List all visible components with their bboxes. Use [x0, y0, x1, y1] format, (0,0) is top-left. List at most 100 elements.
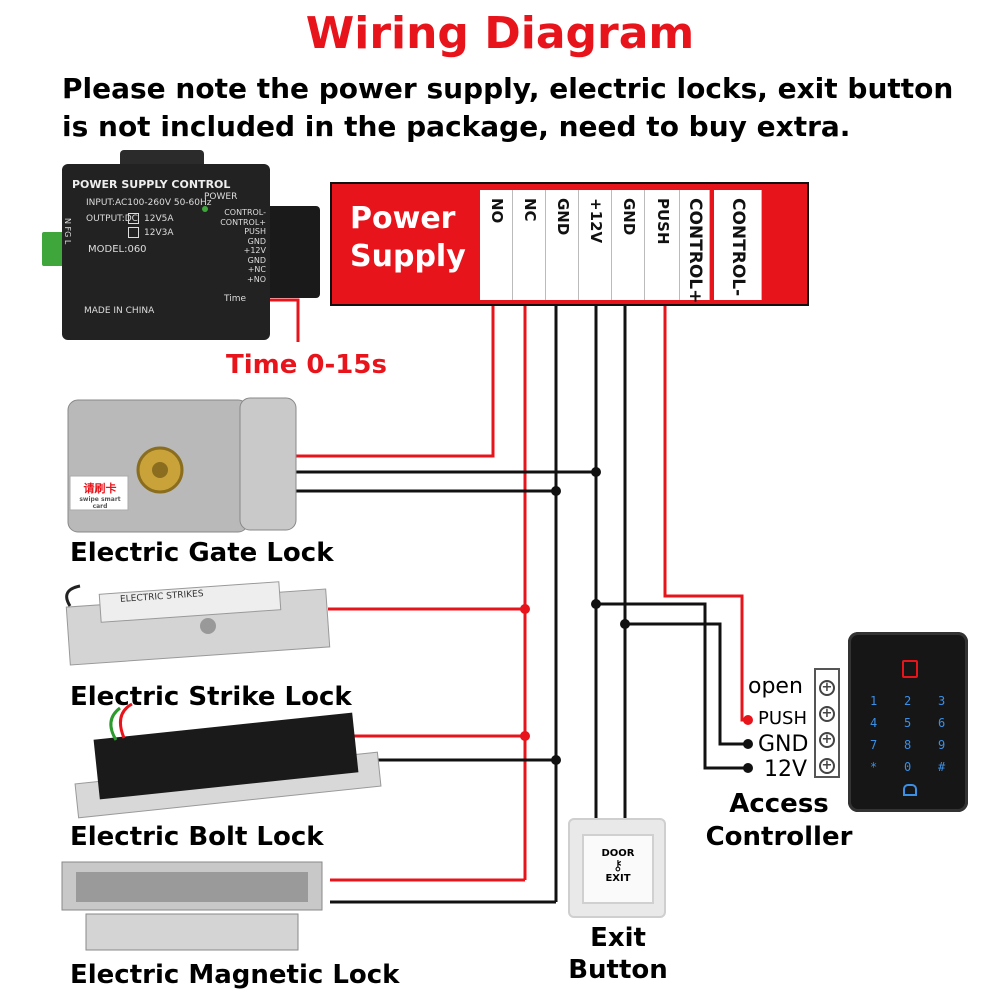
junction-dot	[520, 604, 530, 614]
bell-icon	[903, 784, 917, 796]
junction-dot	[743, 739, 753, 749]
psu-green-terminal	[42, 232, 64, 266]
junction-dot	[743, 715, 753, 725]
terminal-control-minus: CONTROL-	[714, 190, 762, 300]
psu-output-label: OUTPUT:DC	[86, 214, 138, 224]
key-9: 9	[938, 738, 946, 752]
psu-terminal-label: PUSH	[244, 227, 266, 236]
exit-face-top: DOOR	[601, 848, 635, 859]
psu-power-label: POWER	[204, 192, 238, 202]
package-note: Please note the power supply, electric l…	[62, 70, 962, 146]
strike-lock-label: Electric Strike Lock	[70, 682, 352, 712]
psu-power-led	[202, 206, 208, 212]
terminal-push: PUSH	[645, 190, 680, 300]
psu-checkbox-5a	[128, 213, 139, 224]
terminal-nc: NC	[513, 190, 546, 300]
junction-dot	[591, 467, 601, 477]
terminal-gnd-1: GND	[546, 190, 579, 300]
power-supply-unit: POWER SUPPLY CONTROL POWER INPUT:AC100-2…	[62, 164, 270, 340]
psu-checkbox-3a	[128, 227, 139, 238]
ac-terminal-gnd: GND	[758, 732, 809, 757]
terminal-control-plus: CONTROL+	[680, 190, 710, 303]
psu-terminal-label: GND	[247, 255, 266, 265]
junction-dot	[551, 755, 561, 765]
ac-terminal-block: + + + +	[814, 668, 840, 778]
key-8: 8	[904, 738, 912, 752]
exit-button-image: DOOR ⚷ EXIT	[568, 818, 666, 918]
ac-terminal-open: open	[748, 674, 803, 699]
wire-12v-ac	[596, 602, 748, 770]
key-icon: ⚷	[612, 858, 624, 874]
key-4: 4	[870, 716, 878, 730]
exit-button-face: DOOR ⚷ EXIT	[582, 834, 654, 904]
key-1: 1	[870, 694, 878, 708]
ac-terminal-12v: 12V	[764, 757, 808, 782]
psu-terminal-label: +NO	[247, 274, 266, 284]
psu-terminal-list: CONTROL- CONTROL+ PUSH GND +12V GND +NC …	[218, 208, 266, 284]
psu-header: POWER SUPPLY CONTROL	[72, 178, 231, 191]
key-3: 3	[938, 694, 946, 708]
screw-icon: +	[819, 732, 835, 748]
power-supply-title-line-2: Supply	[350, 239, 466, 274]
terminal-12v: +12V	[579, 190, 612, 300]
power-supply-terminal-bar: NO NC GND +12V GND PUSH CONTROL+ CONTROL…	[330, 182, 809, 306]
ac-terminal-push: PUSH	[758, 708, 807, 729]
junction-dot	[520, 731, 530, 741]
junction-dot	[743, 763, 753, 773]
psu-made-in: MADE IN CHINA	[84, 306, 155, 316]
bolt-lock-image	[74, 702, 382, 819]
psu-option-3a: 12V3A	[144, 228, 174, 238]
psu-terminal-label: CONTROL+	[220, 217, 266, 227]
access-controller-keypad: 1 2 3 4 5 6 7 8 9 * 0 #	[848, 632, 968, 812]
note-line-1: Please note the power supply, electric l…	[62, 72, 954, 105]
note-line-2: is not included in the package, need to …	[62, 110, 851, 143]
psu-option-5a: 12V5A	[144, 214, 174, 224]
access-controller-label-line-1: Access	[729, 789, 829, 819]
junction-dot	[551, 486, 561, 496]
magnetic-lock-label: Electric Magnetic Lock	[70, 960, 400, 990]
screw-icon: +	[819, 706, 835, 722]
terminal-gnd-2: GND	[612, 190, 645, 300]
junction-dot	[620, 619, 630, 629]
wire-no	[296, 306, 495, 458]
psu-terminal-label: +12V	[243, 246, 266, 255]
exit-button-label: Exit Button	[566, 922, 670, 986]
gate-lock-label: Electric Gate Lock	[70, 538, 334, 568]
bolt-lock-label: Electric Bolt Lock	[70, 822, 324, 852]
gate-lock-sticker: 请刷卡 swipe smart card	[72, 480, 128, 510]
gate-lock-sticker-line-2: swipe smart card	[79, 496, 121, 510]
junction-dot	[591, 599, 601, 609]
screw-icon: +	[819, 758, 835, 774]
gate-lock-image	[67, 397, 297, 533]
exit-face-bottom: EXIT	[605, 873, 631, 884]
psu-terminal-label: GND	[247, 236, 266, 246]
psu-terminal-label: +NC	[247, 265, 266, 274]
key-hash: #	[938, 760, 946, 774]
terminal-no: NO	[480, 190, 513, 300]
power-supply-title-line-1: Power	[350, 201, 456, 236]
wire-gnd-ac	[625, 622, 748, 746]
psu-side-letters: N FG L	[63, 218, 72, 245]
key-5: 5	[904, 716, 912, 730]
exit-button-label-line-1: Exit	[590, 923, 646, 953]
time-label: Time 0-15s	[226, 350, 387, 380]
card-reader-icon	[902, 660, 918, 678]
psu-time-label: Time	[224, 294, 247, 304]
key-6: 6	[938, 716, 946, 730]
screw-icon: +	[819, 680, 835, 696]
key-7: 7	[870, 738, 878, 752]
magnetic-lock-image	[61, 861, 323, 951]
gate-lock-sticker-line-1: 请刷卡	[83, 482, 117, 495]
psu-terminal-label: CONTROL-	[224, 208, 266, 217]
diagram-title: Wiring Diagram	[305, 8, 695, 59]
power-supply-title: Power Supply	[350, 200, 466, 276]
strike-lock-image	[65, 581, 331, 666]
key-0: 0	[904, 760, 912, 774]
exit-button-label-line-2: Button	[568, 955, 668, 985]
access-controller-label: Access Controller	[704, 788, 854, 854]
key-2: 2	[904, 694, 912, 708]
psu-model: MODEL:060	[88, 244, 147, 255]
psu-input-label: INPUT:AC100-260V 50-60Hz	[86, 198, 212, 208]
psu-side-panel	[262, 206, 320, 298]
